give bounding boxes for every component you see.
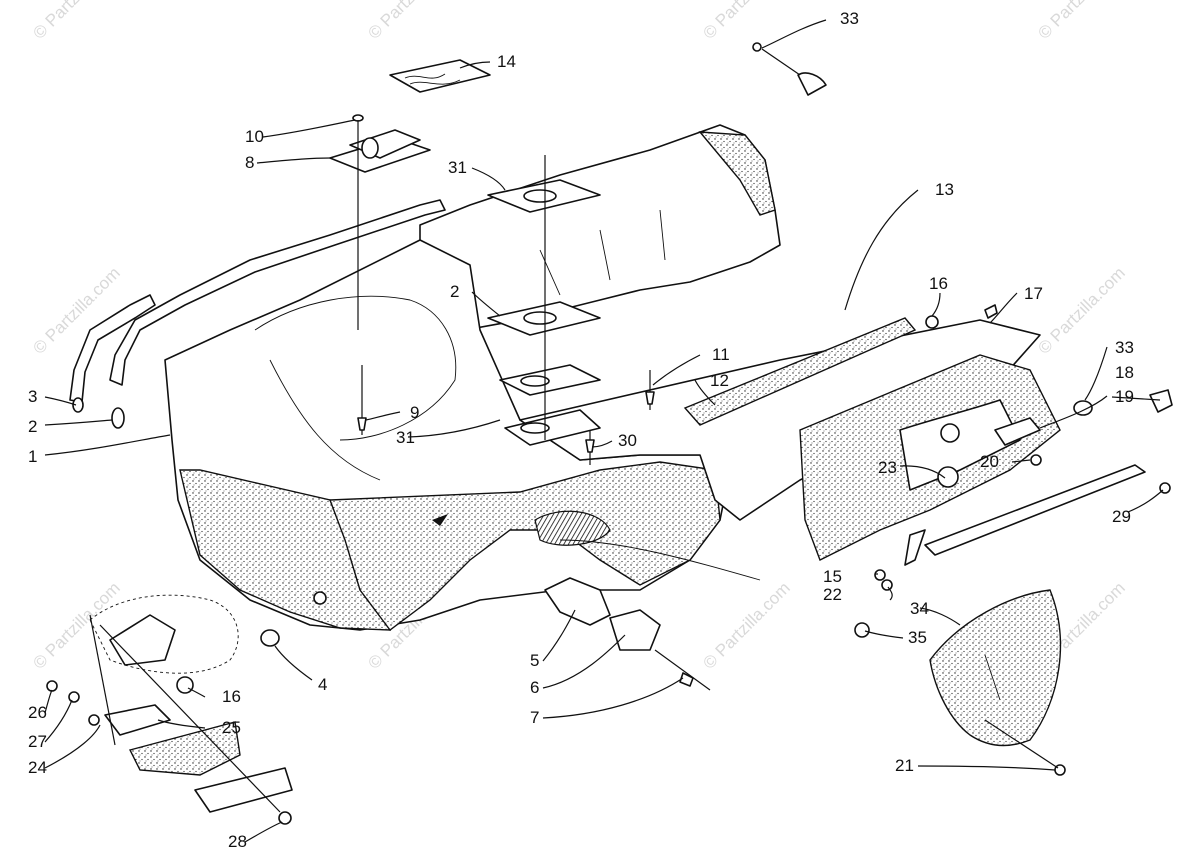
watermark-text: © Partzilla.com bbox=[1034, 0, 1128, 43]
callout-27: 27 bbox=[28, 732, 47, 751]
callout-labels: 1234567891011121314151616171819202122232… bbox=[28, 9, 1134, 851]
callout-11: 11 bbox=[712, 345, 730, 364]
callout-26: 26 bbox=[28, 703, 47, 722]
callout-17: 17 bbox=[1024, 284, 1043, 303]
callout-22: 22 bbox=[823, 585, 842, 604]
callout-20: 20 bbox=[980, 452, 999, 471]
callout-31: 31 bbox=[396, 428, 415, 447]
callout-28: 28 bbox=[228, 832, 247, 851]
belly-pan-body bbox=[164, 124, 1061, 770]
callout-34: 34 bbox=[910, 599, 929, 618]
watermark-text: © Partzilla.com bbox=[364, 0, 458, 43]
callout-16: 16 bbox=[929, 274, 948, 293]
callout-6: 6 bbox=[530, 678, 539, 697]
vent-assembly bbox=[544, 577, 711, 691]
reinforcement-plates bbox=[487, 155, 601, 446]
watermark-text: © Partzilla.com bbox=[699, 578, 793, 672]
callout-9: 9 bbox=[410, 403, 419, 422]
callout-35: 35 bbox=[908, 628, 927, 647]
callout-2: 2 bbox=[28, 417, 37, 436]
callout-25: 25 bbox=[222, 718, 241, 737]
callout-2: 2 bbox=[450, 282, 459, 301]
watermark-text: © Partzilla.com bbox=[29, 0, 123, 43]
callout-12: 12 bbox=[710, 371, 729, 390]
watermark-text: © Partzilla.com bbox=[699, 0, 793, 43]
rivets bbox=[357, 365, 655, 465]
callout-29: 29 bbox=[1112, 507, 1131, 526]
callout-1: 1 bbox=[28, 447, 37, 466]
callout-8: 8 bbox=[245, 153, 254, 172]
callout-14: 14 bbox=[497, 52, 516, 71]
callout-16: 16 bbox=[222, 687, 241, 706]
callout-33: 33 bbox=[1115, 338, 1134, 357]
callout-33: 33 bbox=[840, 9, 859, 28]
watermark-text: © Partzilla.com bbox=[29, 263, 123, 357]
callout-31: 31 bbox=[448, 158, 467, 177]
callout-7: 7 bbox=[530, 708, 539, 727]
callout-24: 24 bbox=[28, 758, 47, 777]
callout-10: 10 bbox=[245, 127, 264, 146]
windshield-strip bbox=[683, 317, 917, 426]
callout-21: 21 bbox=[895, 756, 914, 775]
callout-23: 23 bbox=[878, 458, 897, 477]
callout-4: 4 bbox=[318, 675, 327, 694]
side-rail bbox=[904, 464, 1146, 566]
callout-3: 3 bbox=[28, 387, 37, 406]
latch-bracket bbox=[329, 114, 431, 330]
leader-lines bbox=[44, 19, 1164, 843]
trim-strips bbox=[69, 199, 446, 429]
nose-cover bbox=[929, 589, 1062, 747]
callout-5: 5 bbox=[530, 651, 539, 670]
foam-pad bbox=[389, 59, 491, 93]
small-hardware bbox=[260, 42, 1173, 776]
callout-30: 30 bbox=[618, 431, 637, 450]
callout-15: 15 bbox=[823, 567, 842, 586]
callout-19: 19 bbox=[1115, 387, 1134, 406]
callout-13: 13 bbox=[935, 180, 954, 199]
callout-18: 18 bbox=[1115, 363, 1134, 382]
